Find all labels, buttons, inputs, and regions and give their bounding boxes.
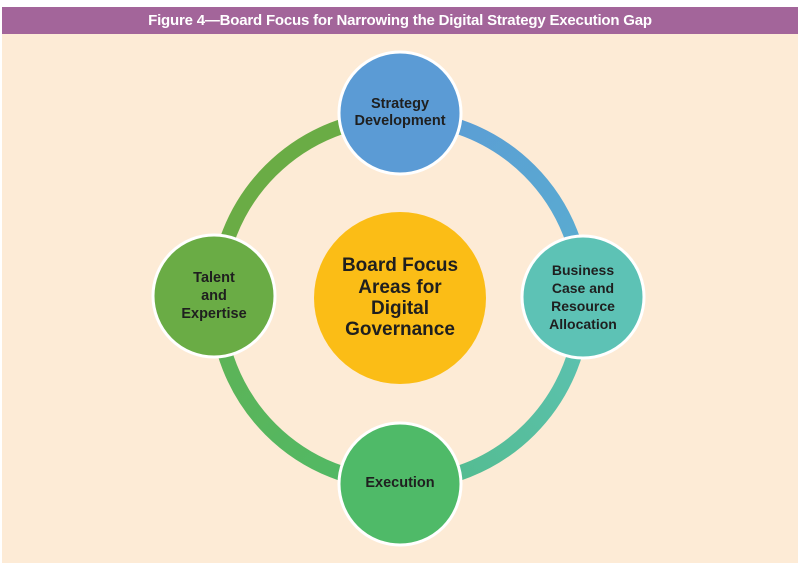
node-label-strategy-development: Strategy Development xyxy=(354,95,446,129)
node-label-execution: Execution xyxy=(365,475,435,492)
center-circle xyxy=(314,212,486,384)
node-circle-strategy-development xyxy=(337,50,463,176)
node-circle-execution xyxy=(337,421,463,547)
figure-title: Figure 4—Board Focus for Narrowing the D… xyxy=(2,7,798,34)
node-circle-business-case xyxy=(520,234,646,360)
node-label-business-case: Business Case and Resource Allocation xyxy=(549,261,617,333)
node-label-talent-expertise: Talent and Expertise xyxy=(181,269,247,323)
center-label: Board Focus Areas for Digital Governance xyxy=(341,255,459,341)
node-circle-talent-expertise xyxy=(151,233,277,359)
